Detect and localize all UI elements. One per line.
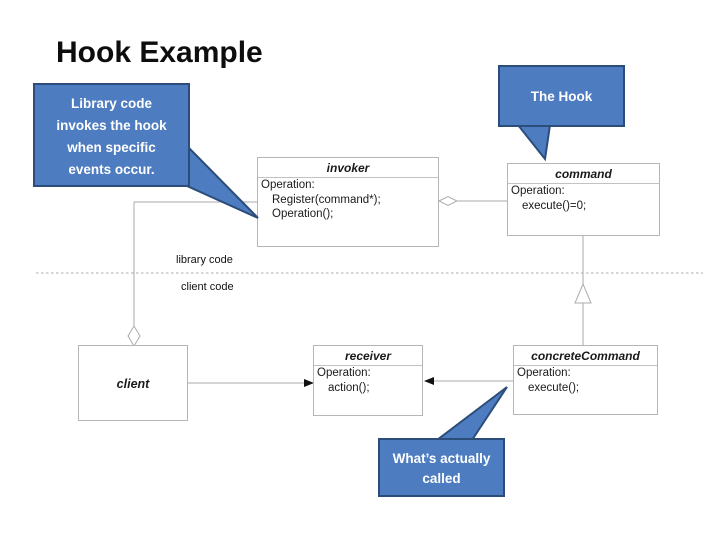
callout-line: Library code [70,96,153,111]
callout-the-hook: The Hook [498,65,625,127]
callout-line: when specific [67,140,156,155]
class-title-concrete-command: concreteCommand [514,346,657,366]
callout-line: The Hook [530,89,593,104]
callout-hook-tail-icon [515,124,552,162]
aggregation-diamond-client-icon [127,325,141,347]
class-op: Operation: [317,367,371,379]
class-box-receiver: receiver Operation: action(); [313,345,423,416]
class-op: Operation: [261,179,315,191]
callout-library-tail-icon [186,143,259,219]
arrowhead-right-icon [304,379,314,387]
callout-line: events occur. [68,162,155,177]
class-title-command: command [508,164,659,184]
class-title-invoker: invoker [258,158,438,178]
library-code-label: library code [176,254,233,266]
class-box-command: command Operation: execute()=0; [507,163,660,236]
callout-library-code: Library code invokes the hook when speci… [33,83,190,187]
callout-called-tail-icon [434,386,508,441]
inheritance-triangle-icon [574,282,592,304]
class-op: Register(command*); [272,193,381,206]
class-title-client: client [116,377,150,391]
class-op: Operation: [517,367,571,379]
class-box-concrete-command: concreteCommand Operation: execute(); [513,345,658,415]
callout-line: What’s actually [392,451,491,466]
class-op: Operation(); [272,208,334,220]
class-box-invoker: invoker Operation: Register(command*); O… [257,157,439,247]
client-code-label: client code [181,281,234,293]
arrowhead-left-icon [424,377,434,385]
page-title: Hook Example [56,36,263,69]
class-op: execute()=0; [522,199,587,212]
callout-whats-actually-called: What’s actually called [378,438,505,497]
callout-line: invokes the hook [56,118,167,133]
callout-line: called [422,471,461,486]
class-box-client: client [78,345,188,421]
class-op: Operation: [511,185,565,197]
aggregation-diamond-invoker-icon [437,195,459,207]
class-op: execute(); [528,381,580,394]
class-op: action(); [328,381,370,394]
class-title-receiver: receiver [314,346,422,366]
